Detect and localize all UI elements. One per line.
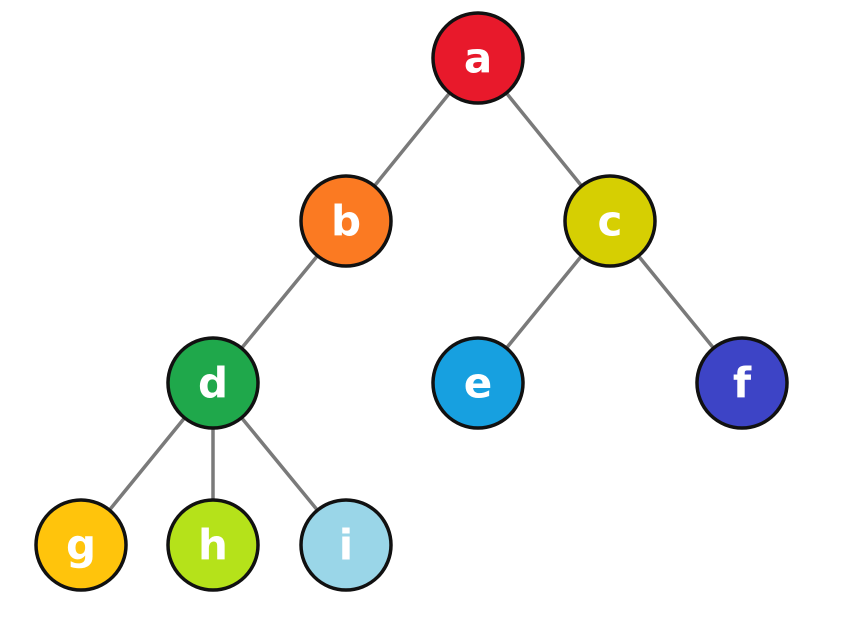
- node-label-g: g: [66, 521, 96, 570]
- node-circle-i: [299, 498, 393, 592]
- node-h: h: [166, 498, 260, 592]
- node-circle-h: [166, 498, 260, 592]
- node-i: i: [299, 498, 393, 592]
- node-circle-g: [34, 498, 128, 592]
- node-circle-c: [563, 174, 657, 268]
- node-a: a: [431, 11, 525, 105]
- node-label-e: e: [464, 359, 493, 408]
- node-label-b: b: [331, 197, 361, 246]
- node-circle-d: [166, 336, 260, 430]
- edges-layer: [79, 56, 744, 547]
- node-f: f: [695, 336, 789, 430]
- node-circle-f: [695, 336, 789, 430]
- node-circle-e: [431, 336, 525, 430]
- nodes-layer: a b c d e f g h i: [34, 11, 789, 592]
- node-e: e: [431, 336, 525, 430]
- node-label-c: c: [598, 197, 623, 246]
- node-d: d: [166, 336, 260, 430]
- node-label-i: i: [339, 521, 353, 570]
- node-label-f: f: [733, 359, 752, 408]
- node-label-a: a: [464, 34, 492, 83]
- node-circle-b: [299, 174, 393, 268]
- node-circle-a: [431, 11, 525, 105]
- node-g: g: [34, 498, 128, 592]
- node-b: b: [299, 174, 393, 268]
- node-label-h: h: [198, 521, 228, 570]
- node-c: c: [563, 174, 657, 268]
- node-label-d: d: [198, 359, 228, 408]
